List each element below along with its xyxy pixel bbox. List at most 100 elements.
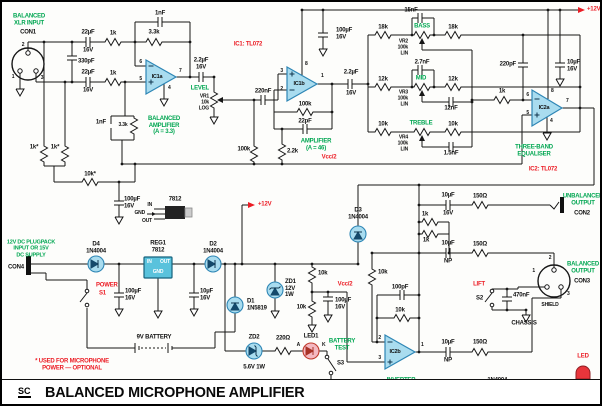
d3-diode-icon [349,225,367,243]
ic2b-pin3: 3 [378,355,381,362]
power-label: POWER [96,282,118,289]
d4-name: D4 1N4004 [86,241,106,254]
ic1b-pin2: 2 [280,86,283,93]
res-10k-b: 10k [448,121,458,128]
s2-label: S2 [476,295,483,302]
cap-22pf: 22pF [298,118,312,125]
unbalanced-output-label: UNBALANCED OUTPUT [562,193,602,206]
res-1k-pair-b: 1k [422,237,430,244]
s3-label: S3 [337,360,344,367]
res-2k2: 2.2k [287,148,298,155]
pinout-out: OUT [142,218,152,225]
cap-1nf-top: 1nF [154,10,166,17]
ic1a-name: IC1a [151,73,163,80]
s1-label: S1 [99,290,106,297]
plus12v-mid: +12V [258,201,272,208]
con2-label: CON2 [574,210,590,217]
pinout-7812: 7812 [168,196,182,203]
treble-label: TREBLE [409,120,433,127]
battery-symbol [134,343,173,353]
battery-test-label: BATTERY TEST [328,338,356,351]
optional-note: * USED FOR MICROPHONE POWER — OPTIONAL [35,358,109,371]
cap-10uf-rail: 10µF 16V [567,59,580,72]
zd2-name: ZD2 [248,334,260,341]
bass-label: BASS [414,23,430,30]
vcc2-label-b: Vcc/2 [337,281,353,288]
vr3-value: VR3 100k LIN [397,89,409,107]
led1-name: LED1 [303,333,319,340]
res-12k-b: 12k [448,76,458,83]
ic2a-pin8: 8 [551,88,554,95]
cap-10uf-np-b-t: NP [444,357,452,364]
cap-22uf-top: 22µF [81,29,95,36]
balanced-xlr-input-label: BALANCED XLR INPUT [12,13,46,26]
con2-jack-icon [560,197,564,213]
zd2-zener-icon [245,342,263,360]
ic1a-pin5: 5 [139,76,142,83]
wires [19,9,595,399]
d4-diode-icon [87,255,105,273]
cap-10uf-reg: 10µF 16V [200,288,213,301]
potentiometer-symbols [210,31,433,141]
d1-name: D1 1N5819 [247,298,267,311]
res-100k-bias: 100k [237,146,250,153]
d2-diode-icon [204,255,222,273]
cap-1nf-bot: 1nF [95,119,106,126]
cap-220pf: 220pF [499,61,517,68]
cap-15nf: 15nF [404,7,418,14]
chassis-label: CHASSIS [511,320,537,327]
con1-label: CON1 [20,29,36,36]
opamp-symbols [145,58,564,371]
ic1a-pin6: 6 [139,59,142,66]
cap-100uf-div: 100µF 16V [335,297,352,310]
cap-2n7: 2.7nF [414,59,430,66]
ic2b-opamp [384,333,417,371]
ic2a-pin6: 6 [526,92,529,99]
cap-22uf-bot: 22µF [81,69,95,76]
plus12v-arrow-top [578,7,585,13]
led1-icon [302,342,320,360]
ic1b-pin1: 1 [321,73,324,80]
vr1-value: VR1 10k LOG [198,93,209,111]
reg1-out: OUT [160,259,170,266]
zd1-name: ZD1 12V 1W [285,279,296,299]
mid-label: MID [415,75,427,82]
ic1b-name: IC1b [293,80,305,87]
reg1-block [143,256,173,279]
vr1-level: LEVEL [190,85,210,92]
d3-name: D3 1N4004 [348,207,368,220]
ic1b-pin8: 8 [305,61,308,68]
led-legend-icon [575,365,591,380]
cap-10uf-out-v: 16V [442,210,454,217]
res-10k-div-a: 10k [318,270,328,277]
switch-symbols [79,288,495,376]
ic1b-opamp [286,65,319,103]
res-10k-div-b: 10k [296,304,307,311]
cap-10uf-out: 10µF [441,192,455,199]
con3-pin1: 1 [532,268,535,275]
con3-xlr-icon [537,264,571,298]
plus12v-top: +12V [587,6,601,13]
con3-pin2: 2 [548,255,552,262]
s3-switch-icon [324,354,330,360]
cap-470nf: 470nF [513,292,530,299]
vcc2-label-a: Vcc/2 [321,154,337,161]
res-1k-top: 1k [109,30,117,37]
legend-led: LED [577,353,589,360]
res-3k3-top: 3.3k [148,29,160,36]
cap-2u2-b: 2.2µF [343,69,359,76]
plus12v-arrow-mid [248,202,255,208]
cap-100uf-s1: 100µF 16V [125,288,142,301]
ic1b-pin3: 3 [280,68,283,75]
cap-12nf: 12nF [444,105,458,112]
schematic-title: BALANCED MICROPHONE AMPLIFIER [44,383,305,401]
cap-22uf-top-v: 16V [82,47,94,54]
res-1k-star-b: 1k* [50,144,60,151]
cap-100uf-phantom: 100µF 16V [124,196,141,209]
three-band-label: THREE-BAND EQUALISER [515,144,553,157]
cap-10uf-np-b: 10µF [441,339,455,346]
cap-100pf: 100pF [391,284,409,291]
pinout-in: IN [147,202,152,209]
res-150r-a: 150Ω [472,193,488,200]
